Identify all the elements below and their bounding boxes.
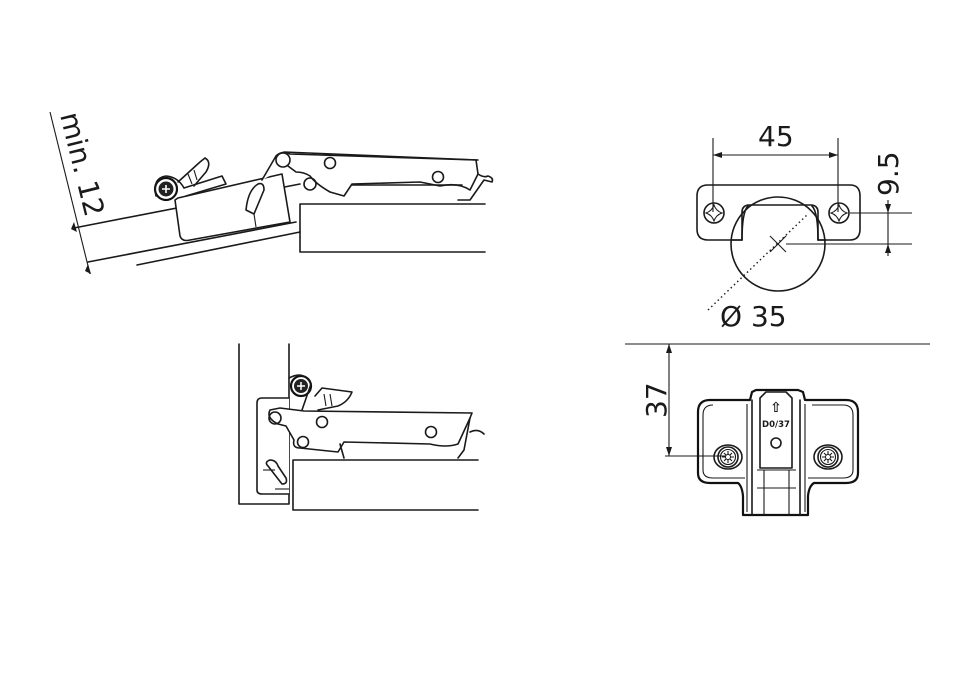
clip-spring (288, 374, 312, 445)
hinge-knuckle (275, 152, 291, 168)
hinge-cup (174, 173, 291, 242)
cup-slot (245, 182, 265, 215)
up-arrow-icon: ⇧ (770, 400, 782, 416)
arm-tail (457, 173, 494, 201)
cabinet-side-panel (292, 459, 479, 511)
clip-arm (154, 175, 227, 197)
rail-insert (759, 391, 793, 469)
cup-bore-top-view: 45 9.5 Ø 35 (696, 120, 912, 333)
rivet (431, 170, 445, 184)
screw-head-icon (717, 446, 739, 468)
diameter-leader (707, 213, 809, 311)
rivet (296, 435, 310, 449)
mounting-plate-body (696, 388, 860, 517)
dimension-label-37: 37 (640, 382, 673, 418)
plate-marking: D0/37 (762, 420, 790, 430)
dimension-label-9-5: 9.5 (872, 151, 905, 196)
door-edge-bottom (87, 221, 297, 263)
screw-slot (713, 444, 743, 470)
door-edge-lower (136, 231, 301, 266)
arrow-head (71, 222, 77, 232)
hinge-arm (268, 407, 473, 453)
cup-slot (265, 459, 288, 485)
release-lever (177, 157, 210, 187)
dimension-label-diameter-35: Ø 35 (720, 300, 787, 333)
arrow-head (85, 264, 91, 274)
closed-hinge-side-view (238, 343, 485, 511)
rivet (303, 177, 317, 191)
screw-hole-icon (703, 202, 725, 224)
dimension-label-45: 45 (758, 120, 794, 153)
screw-hole-icon (828, 202, 850, 224)
dimension-label-min12: min. 12 (53, 109, 111, 220)
mounting-plate-front-view: 37 ⇧ D0/37 (625, 343, 930, 517)
screw-slot (813, 444, 843, 470)
open-hinge-side-view: min. 12 (49, 109, 494, 275)
cabinet-side-panel (299, 203, 486, 253)
rivet (268, 411, 282, 425)
rivet (424, 425, 438, 439)
rivet (315, 415, 329, 429)
dimension-line-min12 (49, 111, 91, 275)
cup-plate-outline (696, 184, 861, 241)
plate-hole (770, 437, 782, 449)
rivet (323, 156, 337, 170)
arm-tail (457, 417, 485, 459)
release-lever (314, 387, 353, 411)
screw-head-icon (817, 446, 839, 468)
